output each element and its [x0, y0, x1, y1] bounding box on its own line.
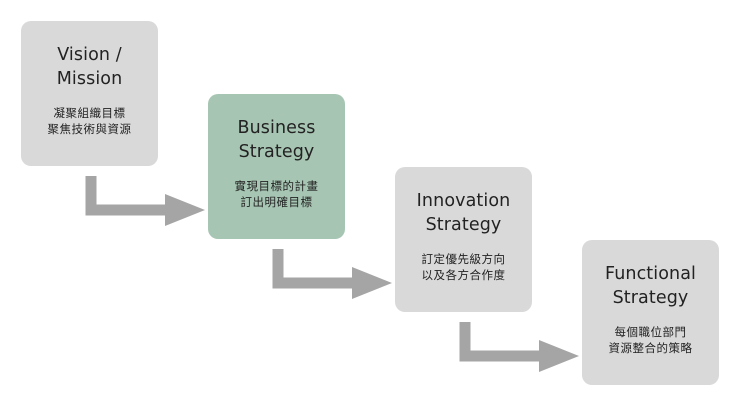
box-desc-line: 資源整合的策略 — [608, 341, 693, 355]
box-title-line: Mission — [56, 69, 123, 89]
box-description: 凝聚組織目標 聚焦技術與資源 — [48, 105, 132, 137]
vision-mission-box: Vision / Mission 凝聚組織目標 聚焦技術與資源 — [21, 21, 158, 166]
box-title: Vision / Mission — [57, 43, 123, 91]
box-title-line: Business — [237, 118, 316, 138]
box-title-line: Strategy — [425, 215, 502, 235]
arrow-2-head — [352, 267, 392, 299]
box-title-line: Functional — [604, 264, 697, 284]
arrow-2-shaft — [272, 249, 357, 289]
box-title-line: Strategy — [612, 288, 689, 308]
box-title: Functional Strategy — [605, 262, 696, 310]
box-desc-line: 實現目標的計畫 — [234, 179, 319, 193]
box-title: Innovation Strategy — [417, 189, 511, 237]
box-title-line: Vision / — [57, 45, 122, 65]
arrow-1-shaft — [85, 176, 170, 216]
box-desc-line: 以及各方合作度 — [421, 268, 506, 282]
box-description: 每個職位部門 資源整合的策略 — [609, 324, 693, 356]
box-title: Business Strategy — [238, 116, 316, 164]
box-desc-line: 每個職位部門 — [614, 325, 687, 339]
functional-strategy-box: Functional Strategy 每個職位部門 資源整合的策略 — [582, 240, 719, 385]
business-strategy-box: Business Strategy 實現目標的計畫 訂出明確目標 — [208, 94, 345, 239]
arrow-3-head — [539, 340, 579, 372]
box-desc-line: 凝聚組織目標 — [53, 106, 126, 120]
arrow-1-head — [165, 194, 205, 226]
box-desc-line: 訂出明確目標 — [240, 195, 313, 209]
box-desc-line: 訂定優先級方向 — [421, 252, 506, 266]
box-description: 訂定優先級方向 以及各方合作度 — [422, 251, 506, 283]
arrow-3-shaft — [459, 322, 544, 362]
box-title-line: Strategy — [238, 142, 315, 162]
box-description: 實現目標的計畫 訂出明確目標 — [235, 178, 319, 210]
box-title-line: Innovation — [416, 191, 511, 211]
innovation-strategy-box: Innovation Strategy 訂定優先級方向 以及各方合作度 — [395, 167, 532, 312]
box-desc-line: 聚焦技術與資源 — [47, 122, 132, 136]
